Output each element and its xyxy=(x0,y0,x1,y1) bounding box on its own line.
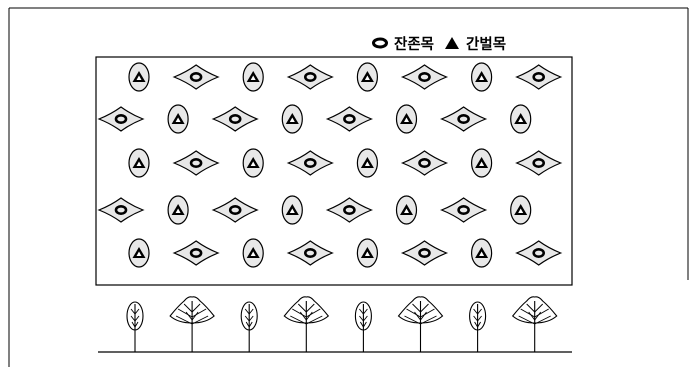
retained-tree-marker xyxy=(99,107,143,131)
retained-tree-marker xyxy=(327,107,371,131)
thinned-tree-marker xyxy=(472,239,492,267)
retained-tree-marker xyxy=(403,65,447,89)
retained-tree-marker xyxy=(442,198,486,222)
retained-tree-marker xyxy=(403,241,447,265)
wide-crown-tree-icon xyxy=(513,297,557,352)
thinned-tree-marker xyxy=(511,196,531,224)
retained-tree-marker xyxy=(327,198,371,222)
retained-tree-marker xyxy=(517,65,561,89)
thinned-tree-marker xyxy=(357,239,377,267)
retained-tree-marker xyxy=(517,151,561,175)
thinned-tree-marker xyxy=(282,105,302,133)
retained-tree-marker xyxy=(288,241,332,265)
retained-tree-marker xyxy=(174,65,218,89)
narrow-crown-tree-icon xyxy=(470,302,486,352)
thinned-tree-marker xyxy=(129,149,149,177)
thinned-tree-marker xyxy=(472,63,492,91)
retained-tree-marker xyxy=(174,241,218,265)
retained-tree-marker xyxy=(288,65,332,89)
retained-tree-marker xyxy=(99,198,143,222)
thinned-tree-marker xyxy=(243,149,263,177)
retained-tree-marker xyxy=(442,107,486,131)
thinned-tree-marker xyxy=(357,63,377,91)
retained-tree-marker xyxy=(213,107,257,131)
thinned-tree-marker xyxy=(243,239,263,267)
retained-tree-marker xyxy=(403,151,447,175)
wide-crown-tree-icon xyxy=(284,297,328,352)
wide-crown-tree-icon xyxy=(399,297,443,352)
retained-tree-marker xyxy=(213,198,257,222)
stand-side-profile xyxy=(127,297,557,352)
wide-crown-tree-icon xyxy=(170,297,214,352)
retained-tree-marker xyxy=(288,151,332,175)
thinned-tree-marker xyxy=(168,196,188,224)
retained-tree-marker xyxy=(517,241,561,265)
narrow-crown-tree-icon xyxy=(355,302,371,352)
thinned-tree-marker xyxy=(129,63,149,91)
retained-tree-marker xyxy=(174,151,218,175)
thinned-tree-marker xyxy=(282,196,302,224)
thinned-tree-marker xyxy=(168,105,188,133)
narrow-crown-tree-icon xyxy=(241,302,257,352)
stand-plot-boundary xyxy=(96,57,572,285)
thinned-tree-marker xyxy=(472,149,492,177)
thinned-tree-marker xyxy=(511,105,531,133)
thinned-tree-marker xyxy=(397,196,417,224)
narrow-crown-tree-icon xyxy=(127,302,143,352)
thinned-tree-marker xyxy=(357,149,377,177)
thinned-tree-marker xyxy=(243,63,263,91)
thinned-tree-marker xyxy=(397,105,417,133)
stand-plan-view xyxy=(99,63,561,267)
thinned-tree-marker xyxy=(129,239,149,267)
